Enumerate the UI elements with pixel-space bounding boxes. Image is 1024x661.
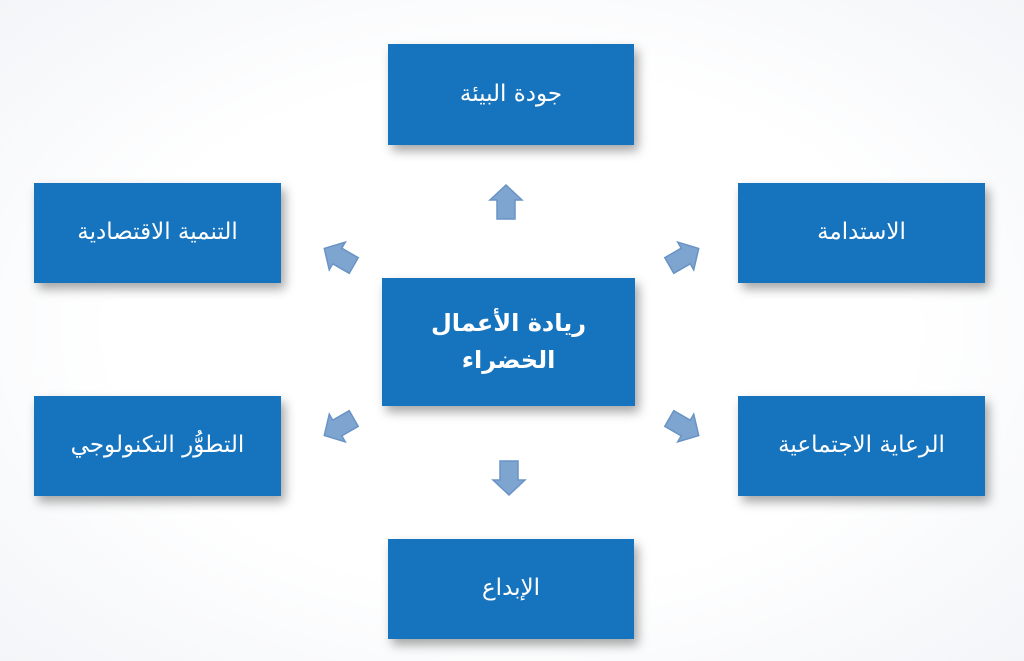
- arrow-down: [491, 460, 527, 497]
- node-technological-development: التطوُّر التكنولوجي: [34, 396, 281, 496]
- node-creativity: الإبداع: [388, 539, 634, 639]
- node-social-welfare: الرعاية الاجتماعية: [738, 396, 985, 496]
- center-label-line1: ريادة الأعمال: [430, 308, 587, 337]
- node-label: التطوُّر التكنولوجي: [70, 432, 245, 459]
- node-label: التنمية الاقتصادية: [77, 219, 238, 246]
- arrow-lower-right: [663, 409, 700, 444]
- node-label: الرعاية الاجتماعية: [778, 432, 945, 459]
- node-economic-development: التنمية الاقتصادية: [34, 183, 281, 283]
- arrow-lower-left: [323, 409, 360, 444]
- node-label: الإبداع: [481, 575, 541, 602]
- node-environment-quality: جودة البيئة: [388, 44, 634, 145]
- node-green-entrepreneurship: ريادة الأعمال الخضراء: [382, 278, 635, 406]
- node-sustainability: الاستدامة: [738, 183, 985, 283]
- arrow-up: [488, 183, 524, 220]
- arrow-upper-left: [323, 240, 360, 275]
- node-label: الاستدامة: [817, 219, 906, 246]
- node-label: جودة البيئة: [459, 80, 563, 107]
- center-label-line2: الخضراء: [461, 346, 556, 374]
- arrow-upper-right: [663, 240, 700, 275]
- center-label: ريادة الأعمال الخضراء: [431, 305, 586, 379]
